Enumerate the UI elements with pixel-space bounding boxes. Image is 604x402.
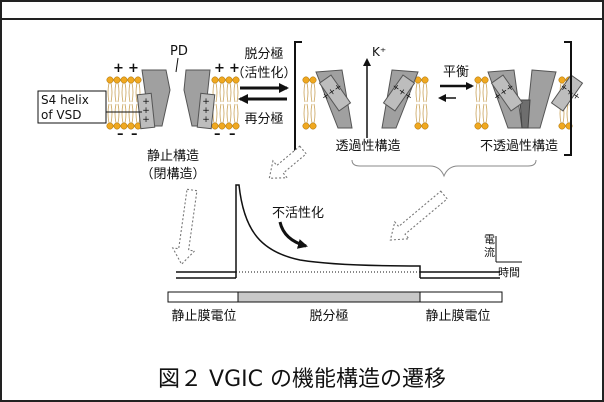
charge-minus-1: – bbox=[117, 127, 124, 142]
svg-text:+: + bbox=[142, 97, 150, 107]
svg-text:+: + bbox=[202, 97, 210, 107]
channel-impermeable: +++ +++ bbox=[487, 69, 584, 129]
svg-text:+: + bbox=[202, 115, 210, 125]
charge-plus-3: + bbox=[214, 61, 225, 76]
svg-text:+: + bbox=[142, 106, 150, 116]
top-band bbox=[0, 0, 604, 20]
bar-resting-right bbox=[419, 291, 503, 303]
svg-text:+: + bbox=[142, 115, 150, 125]
inactivation-label: 不活性化 bbox=[272, 206, 324, 221]
group-brace bbox=[351, 159, 537, 178]
permeable-to-peak-arrow bbox=[268, 145, 307, 179]
charge-plus-1: + bbox=[113, 61, 124, 76]
pd-label: PD bbox=[170, 44, 188, 59]
bar-label-resting-left: 静止膜電位 bbox=[171, 309, 236, 324]
activation-label: （活性化） bbox=[231, 66, 296, 81]
membrane-resting bbox=[106, 76, 240, 130]
svg-text:+: + bbox=[202, 106, 210, 116]
s4-label-line2: of VSD bbox=[41, 108, 81, 122]
axis-current-label-1: 電 bbox=[484, 233, 495, 246]
bar-label-resting-right: 静止膜電位 bbox=[425, 309, 490, 324]
charge-minus-2: – bbox=[131, 127, 138, 142]
current-trace bbox=[176, 184, 500, 279]
impermeable-state-label: 不透過性構造 bbox=[480, 139, 558, 154]
left-bracket bbox=[294, 41, 302, 156]
inactivation-arrow bbox=[278, 221, 308, 249]
equilibrium-label: 平衡 bbox=[443, 65, 469, 80]
charge-minus-4: – bbox=[229, 127, 236, 142]
s4-label-box bbox=[37, 90, 107, 124]
axes-indicator bbox=[495, 236, 522, 263]
membrane-permeable bbox=[302, 76, 429, 130]
pd-pointer bbox=[175, 57, 179, 73]
resting-to-baseline-arrow bbox=[171, 188, 198, 266]
bar-resting-left bbox=[167, 291, 239, 303]
channel-permeable: +++ +++ bbox=[315, 69, 419, 129]
axis-current-label-2: 流 bbox=[484, 245, 495, 259]
charge-plus-2: + bbox=[128, 61, 139, 76]
resting-state-label: 静止構造 bbox=[147, 149, 199, 164]
depolarization-label: 脱分極 bbox=[244, 46, 283, 62]
bar-depolarization bbox=[237, 291, 421, 303]
charge-plus-4: + bbox=[229, 61, 240, 76]
s4-label-line1: S4 helix bbox=[41, 93, 89, 107]
repolarization-label: 再分極 bbox=[244, 111, 283, 127]
k-ion-label: K⁺ bbox=[372, 45, 386, 59]
axis-time-label: 時間 bbox=[498, 266, 520, 279]
right-bracket bbox=[564, 41, 572, 156]
impermeable-to-plateau-arrow bbox=[389, 190, 448, 241]
charge-minus-3: – bbox=[214, 127, 221, 142]
closed-state-label: （閉構造） bbox=[140, 167, 205, 182]
s4-helix-right bbox=[196, 92, 216, 130]
permeable-state-label: 透過性構造 bbox=[335, 139, 400, 154]
figure-caption: 図２ VGIC の機能構造の遷移 bbox=[158, 367, 446, 392]
channel-resting: + + + + + + bbox=[136, 69, 216, 130]
bar-label-depolarization: 脱分極 bbox=[309, 308, 348, 324]
